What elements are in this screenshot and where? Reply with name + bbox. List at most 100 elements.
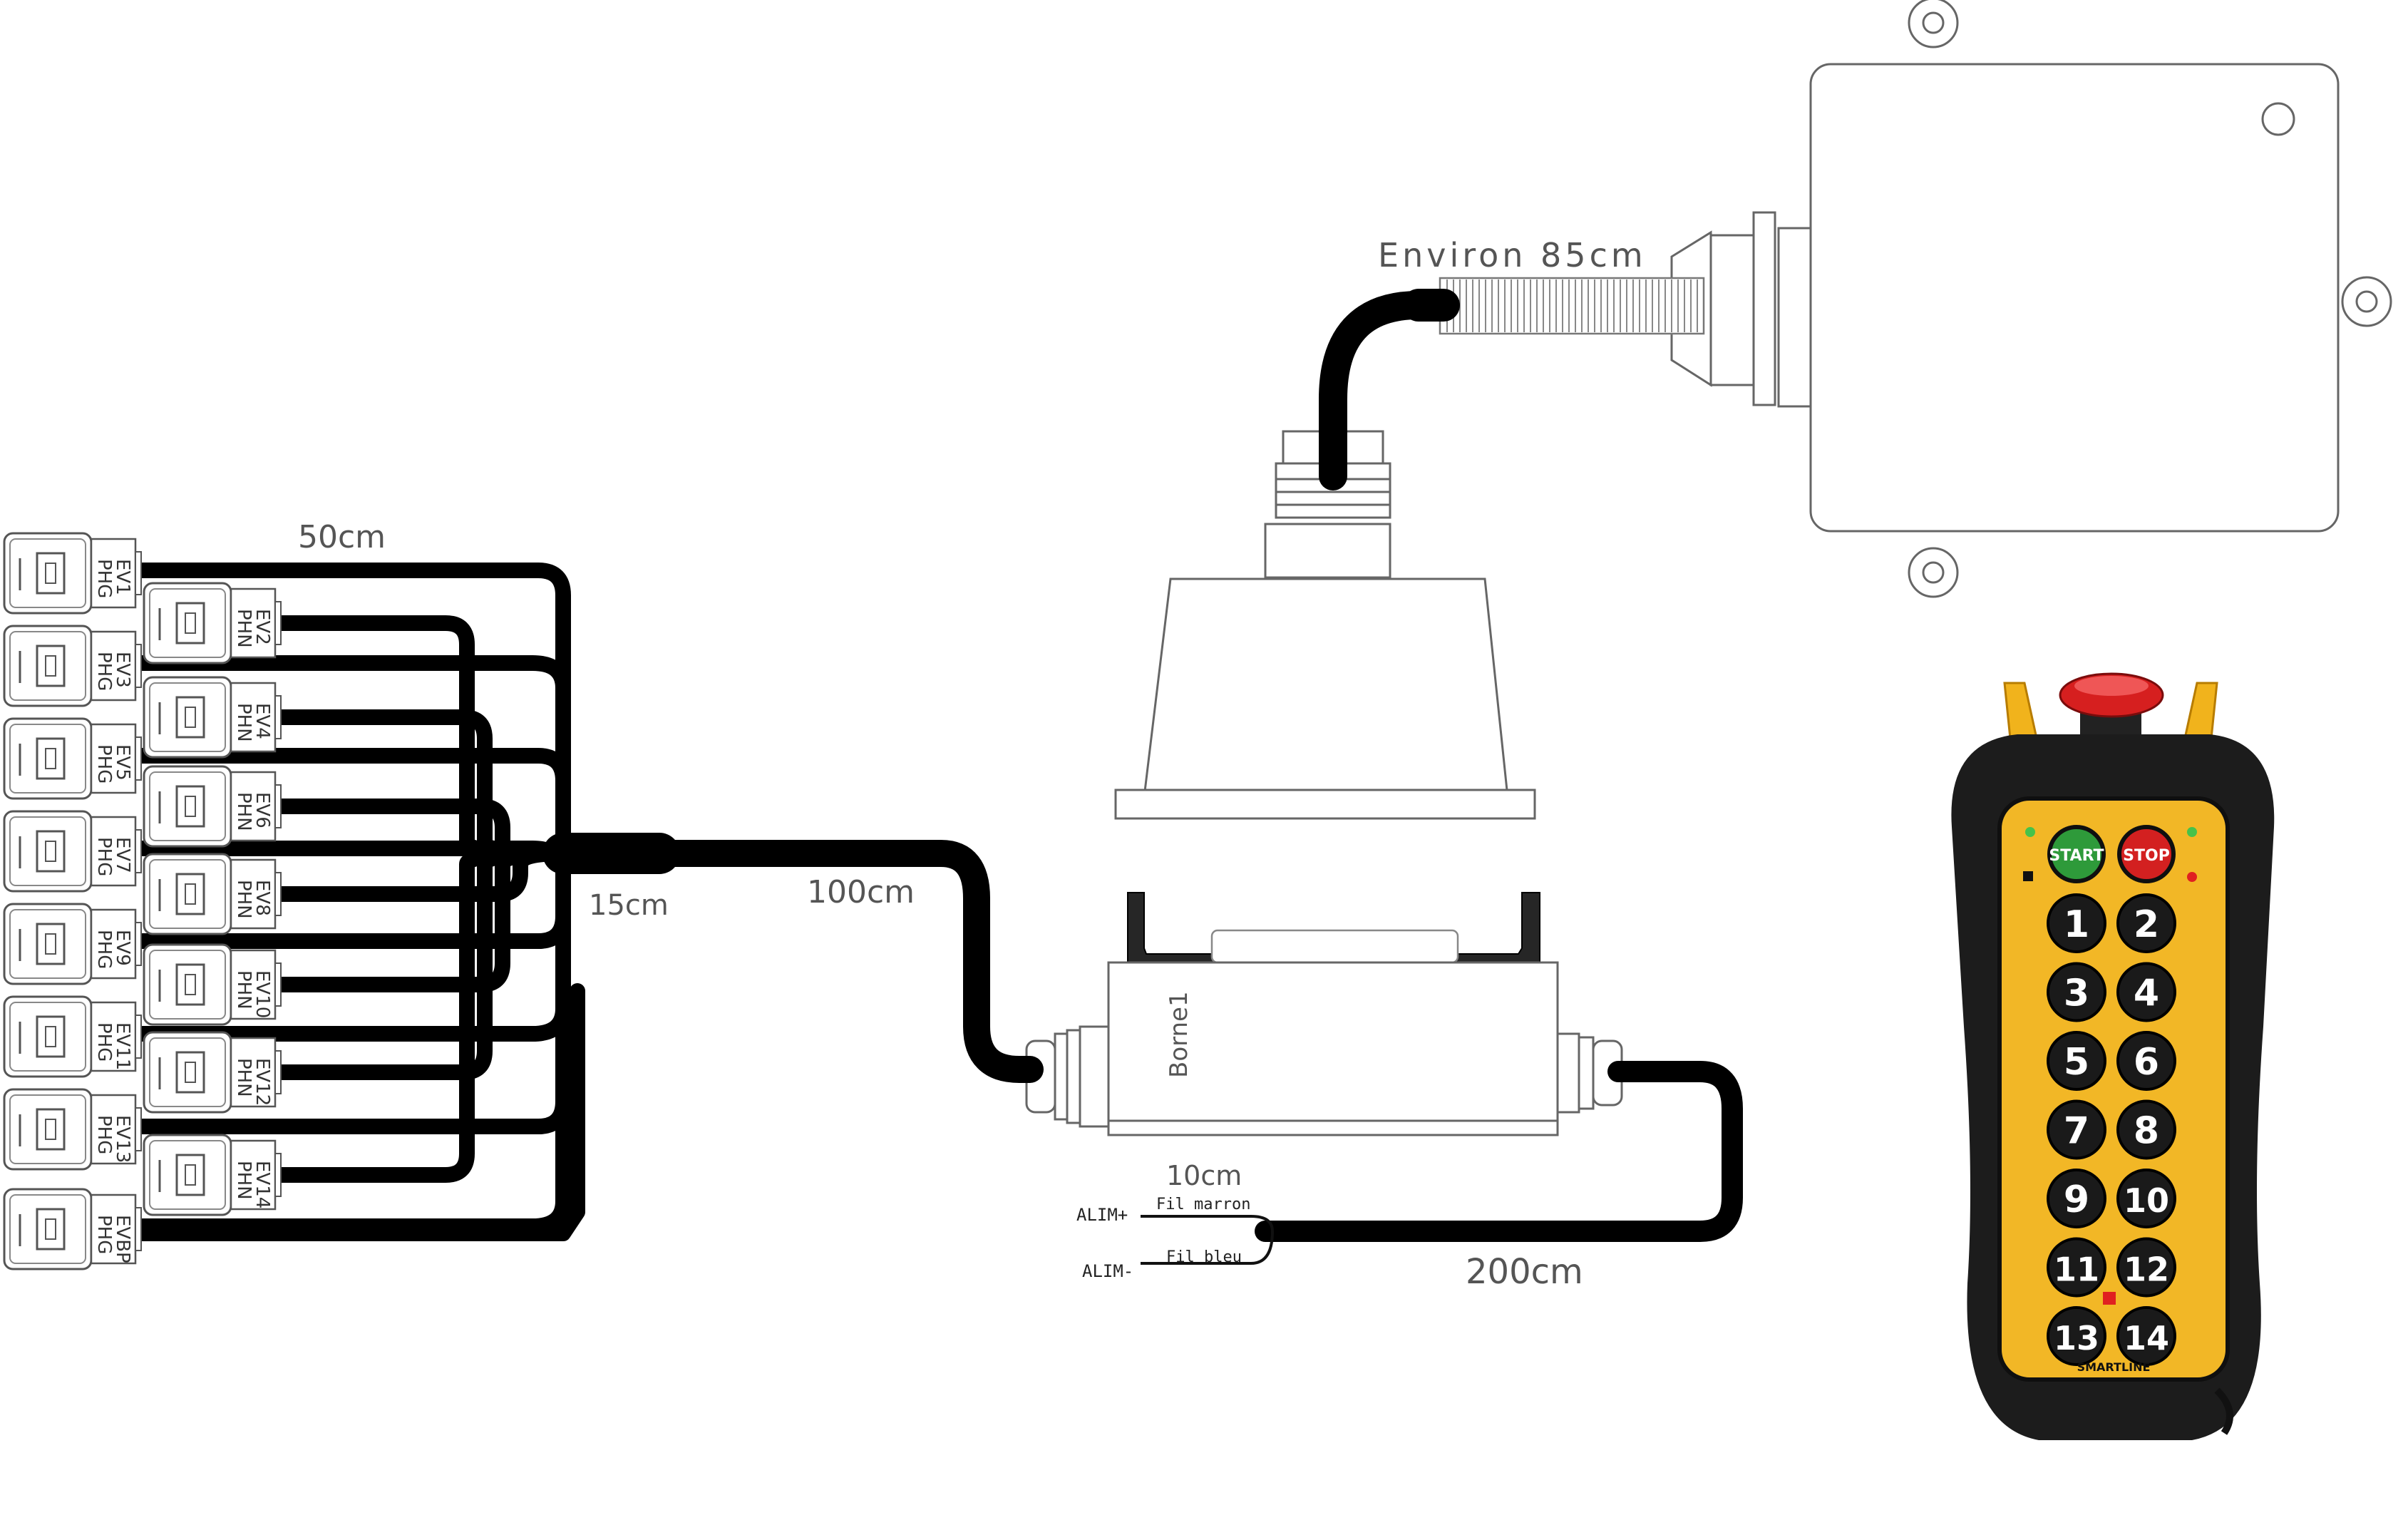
remote-button-3[interactable] bbox=[2047, 962, 2106, 1022]
supply-cable bbox=[1255, 1061, 1743, 1242]
start-label: START bbox=[2049, 847, 2104, 865]
power-cable-length-label: 10cm bbox=[1166, 1160, 1242, 1191]
remote-button-13[interactable] bbox=[2047, 1306, 2106, 1366]
branch-length-label: 15cm bbox=[589, 889, 669, 922]
right-connector-type: PHN bbox=[233, 1058, 254, 1097]
harness-length-label: 50cm bbox=[298, 519, 386, 555]
right-connector-type: PHN bbox=[233, 703, 254, 742]
remote-button-label: 8 bbox=[2134, 1110, 2159, 1153]
connector-hood bbox=[1114, 577, 1536, 820]
remote-button-1[interactable] bbox=[2047, 893, 2106, 953]
right-connector-id: EV12 bbox=[252, 1058, 273, 1106]
remote-button-5[interactable] bbox=[2047, 1031, 2106, 1091]
remote-button-label: 5 bbox=[2064, 1041, 2089, 1084]
remote-button-8[interactable] bbox=[2116, 1099, 2176, 1160]
remote-button-label: 13 bbox=[2054, 1319, 2099, 1357]
left-connector-type: PHG bbox=[93, 837, 115, 876]
brand-label: SMARTLINE bbox=[2077, 1360, 2151, 1374]
left-connector-type: PHG bbox=[93, 652, 115, 691]
left-connector-cable bbox=[135, 748, 571, 861]
junction-box bbox=[1025, 892, 1623, 1136]
remote-button-11[interactable] bbox=[2047, 1237, 2106, 1298]
remote-button-7[interactable] bbox=[2047, 1099, 2106, 1160]
left-connector-id: EV9 bbox=[112, 930, 133, 966]
receiver-box bbox=[1439, 0, 2392, 598]
remote-button-label: 10 bbox=[2124, 1181, 2169, 1220]
bypass-cable bbox=[135, 983, 585, 1241]
corrugated-sleeve-ribs bbox=[1446, 279, 1698, 332]
left-connector-cable bbox=[135, 563, 571, 861]
right-connector-cable bbox=[274, 709, 571, 861]
stop-button[interactable] bbox=[2117, 825, 2176, 883]
right-connector-cable bbox=[274, 846, 571, 1183]
harness-cables bbox=[135, 563, 585, 1241]
remote-button-label: 7 bbox=[2064, 1110, 2089, 1153]
right-connector-type: PHN bbox=[233, 792, 254, 831]
wire-blue-label: Fil bleu bbox=[1166, 1248, 1242, 1266]
alim-plus-label: ALIM+ bbox=[1076, 1205, 1128, 1225]
right-connector-id: EV10 bbox=[252, 970, 273, 1018]
remote-button-14[interactable] bbox=[2116, 1306, 2176, 1366]
main-cable-length-label: 100cm bbox=[807, 874, 915, 910]
alim-wires bbox=[1141, 1215, 1275, 1265]
right-connector-type: PHN bbox=[233, 880, 254, 919]
remote-button-label: 3 bbox=[2064, 972, 2089, 1015]
connectors-left-column: PHGEV1PHGEV3PHGEV5PHGEV7PHGEV9PHGEV11PHG… bbox=[3, 532, 142, 1270]
left-connector-cable bbox=[135, 655, 571, 861]
right-connector-id: EV4 bbox=[252, 703, 273, 739]
remote-button-2[interactable] bbox=[2116, 893, 2176, 953]
left-connector-id: EV3 bbox=[112, 652, 133, 688]
remote-button-label: 4 bbox=[2134, 972, 2159, 1015]
receiver-cable-length-label: Environ 85cm bbox=[1378, 236, 1647, 274]
left-connector-type: PHG bbox=[93, 1115, 115, 1154]
right-connector-id: EV14 bbox=[252, 1161, 273, 1208]
remote-button-label: 14 bbox=[2124, 1319, 2169, 1357]
connectors-right-column: PHNEV2PHNEV4PHNEV6PHNEV8PHNEV10PHNEV12PH… bbox=[143, 582, 282, 1216]
remote-button-label: 1 bbox=[2064, 903, 2089, 946]
right-connector-type: PHN bbox=[233, 609, 254, 648]
remote-button-label: 6 bbox=[2134, 1041, 2159, 1084]
start-button[interactable] bbox=[2047, 825, 2106, 883]
remote-button-12[interactable] bbox=[2116, 1237, 2176, 1298]
right-connector-type: PHN bbox=[233, 970, 254, 1010]
left-connector-type: PHG bbox=[93, 930, 115, 969]
left-connector-id: EV13 bbox=[112, 1115, 133, 1163]
stop-label: STOP bbox=[2123, 847, 2170, 865]
right-connector-id: EV2 bbox=[252, 609, 273, 645]
remote-button-4[interactable] bbox=[2116, 962, 2176, 1022]
left-connector-type: PHG bbox=[93, 559, 115, 598]
left-connector-type: PHG bbox=[93, 1022, 115, 1062]
remote-button-6[interactable] bbox=[2116, 1031, 2176, 1091]
left-connector-id: EV7 bbox=[112, 837, 133, 873]
remote-button-9[interactable] bbox=[2047, 1169, 2106, 1228]
right-connector-id: EV6 bbox=[252, 792, 273, 828]
left-connector-id: EV11 bbox=[112, 1022, 133, 1070]
junction-box-label: Borne1 bbox=[1165, 991, 1193, 1078]
left-connector-type: PHG bbox=[93, 1215, 115, 1254]
left-connector-id: EVBP bbox=[112, 1215, 133, 1263]
left-connector-id: EV1 bbox=[112, 559, 133, 595]
right-connector-type: PHN bbox=[233, 1161, 254, 1200]
right-connector-id: EV8 bbox=[252, 880, 273, 916]
remote-button-10[interactable] bbox=[2116, 1169, 2176, 1228]
alim-minus-label: ALIM- bbox=[1082, 1261, 1133, 1281]
wire-brown-label: Fil marron bbox=[1156, 1196, 1250, 1213]
remote-button-label: 12 bbox=[2124, 1251, 2169, 1289]
